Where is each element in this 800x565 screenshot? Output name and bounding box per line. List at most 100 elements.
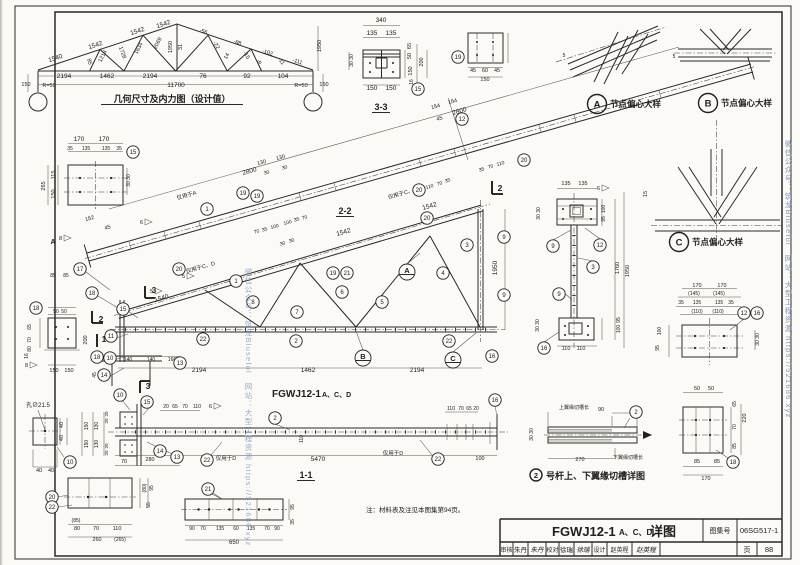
part-callout-circle	[431, 452, 445, 466]
part-callout-number: 3	[465, 243, 469, 249]
part-callout-circle	[546, 239, 560, 253]
dim-label: 95	[601, 216, 607, 222]
part-callout-circle	[442, 334, 456, 348]
dim-label: 50	[407, 53, 413, 59]
dim-label: 100	[616, 325, 622, 334]
part-callout-number: 20	[176, 267, 183, 273]
dim-label: 70	[121, 459, 127, 465]
reviewer-signature: 朱丹	[531, 546, 545, 554]
dim-label: 150	[49, 368, 58, 374]
checker-label: 校对	[546, 546, 558, 554]
dim-label: 30	[755, 333, 761, 339]
dim-label: 5	[673, 54, 676, 60]
dim-label: 1462	[301, 367, 316, 374]
dim-label: 150	[367, 85, 378, 92]
dim-label: 35	[116, 146, 122, 152]
dim-label: 35	[261, 226, 268, 233]
part-callout-circle	[455, 112, 469, 126]
part-callout-number: 4	[441, 271, 445, 277]
dim-label: 95	[655, 345, 661, 351]
cut-number: 3	[152, 285, 157, 295]
part-callout-number: 16	[754, 311, 761, 317]
sheet-title-code: FGWJ12-1	[552, 524, 616, 539]
dim-label: 35	[678, 300, 684, 306]
dim-label: 85	[85, 58, 92, 65]
dim-label: 30	[263, 169, 270, 176]
part-callout-number: 18	[730, 460, 737, 466]
dim-label: 70	[93, 526, 99, 532]
sheet-title-types: A、C、D	[619, 528, 653, 537]
part-callout-circle	[420, 211, 434, 225]
dim-label: 下翼缘切槽长	[613, 454, 643, 461]
detail-head-circle	[586, 93, 608, 115]
part-callout-number: 22	[204, 458, 211, 464]
dim-label: 70	[182, 404, 188, 410]
part-callout-circle	[246, 295, 260, 309]
dim-label: (265)	[114, 537, 126, 543]
dim-label: 1760	[615, 262, 621, 274]
part-callout-circle	[153, 444, 167, 458]
gusset-plate-detail	[679, 392, 742, 476]
dim-label: 70	[253, 228, 260, 235]
dim-label: 85	[714, 459, 720, 465]
dim-label: 104	[278, 73, 289, 80]
page-label: 页	[744, 546, 751, 554]
dim-label: 140	[147, 357, 156, 363]
dim-label: 30	[281, 164, 288, 171]
part-callout-circle	[517, 153, 531, 167]
part-callout-number: 8	[251, 300, 255, 306]
dim-label: 60	[233, 526, 239, 532]
dim-label: 135	[578, 181, 587, 187]
dim-label: 135	[247, 526, 256, 532]
part-callout-circle	[537, 341, 551, 355]
dim-label: 65	[172, 404, 178, 410]
part-callout-circle	[236, 186, 250, 200]
part-callout-number: 1	[205, 207, 209, 213]
part-callout-circle	[29, 301, 43, 315]
part-callout-number: 16	[541, 346, 548, 352]
detail-head-letter: A	[594, 100, 601, 111]
part-callout-circle	[103, 351, 117, 365]
dim-label: 1462	[100, 73, 115, 80]
dim-label: 65	[407, 43, 413, 49]
dim-label: 20	[473, 406, 479, 412]
detail-head-circle	[668, 231, 690, 253]
dim-label: 170	[701, 476, 710, 482]
weld-flag-number: 6	[209, 404, 212, 410]
atlas-number-value: 06SG517-1	[740, 526, 778, 535]
dim-label: 50	[53, 309, 59, 315]
dim-label: 35	[444, 177, 451, 184]
dim-label: 2069	[153, 37, 164, 51]
dim-label: 5	[563, 53, 566, 59]
title-block: FGWJ12-1 A、C、D 详图 图集号 06SG517-1 页 88 审核 …	[499, 518, 782, 556]
dim-label: 100	[270, 223, 280, 231]
part-callout-number: 20	[521, 158, 528, 164]
detail-bubble-letter: C	[450, 354, 456, 363]
dim-label: 135	[82, 146, 91, 152]
atlas-number-label: 图集号	[710, 526, 731, 535]
part-callout-number: 9	[557, 292, 561, 298]
part-callout-circle	[116, 302, 130, 316]
dim-label: 2194	[57, 73, 72, 80]
dim-label: 70	[487, 163, 494, 170]
dim-label: 95	[616, 317, 622, 323]
dim-label: 70	[264, 526, 270, 532]
dim-label: 16	[24, 353, 30, 359]
part-callout-number: 17	[77, 267, 84, 273]
dim-label: 1950	[492, 260, 499, 275]
slot-caption-text: 号杆上、下翼缘切槽详图	[546, 470, 645, 481]
part-callout-number: 18	[94, 355, 101, 361]
part-callout-number: 14	[157, 449, 164, 455]
reviewer-name: 朱丹	[514, 545, 528, 554]
part-callout-number: 20	[49, 495, 56, 501]
node-detail-a	[555, 25, 667, 85]
dim-label: 70	[732, 424, 738, 430]
dim-label: -88	[233, 39, 242, 47]
dim-label: 115	[51, 171, 57, 180]
dim-label: -111	[292, 58, 304, 67]
weld-flag-number: 5	[182, 274, 185, 280]
dim-label: 170	[99, 136, 110, 143]
part-callout-circle	[460, 238, 474, 252]
